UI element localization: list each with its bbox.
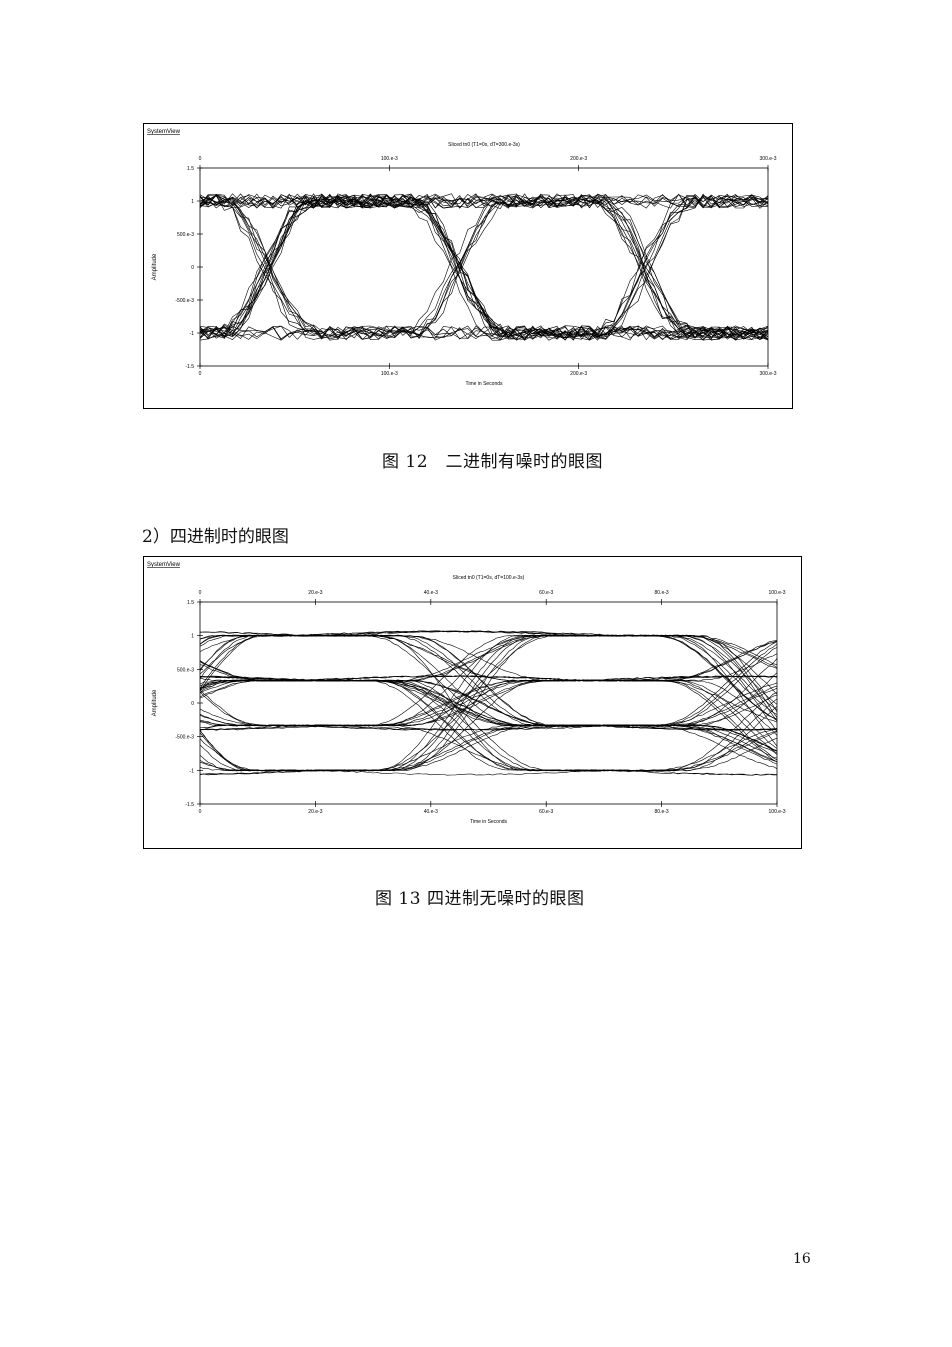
- eye-trace: [199, 194, 769, 340]
- eye-trace: [200, 193, 769, 341]
- eye-trace: [199, 193, 769, 340]
- y-tick-label: 1: [191, 199, 194, 205]
- y-tick-label: 0: [191, 265, 194, 271]
- eye-trace: [199, 194, 769, 341]
- y-tick-label: -1.5: [185, 364, 194, 370]
- page-number: 16: [793, 1251, 811, 1267]
- eye-trace: [199, 193, 769, 341]
- app-label: SystemView: [147, 562, 181, 568]
- x-tick-label-top: 60.e-3: [539, 590, 553, 596]
- eye-trace: [199, 631, 778, 682]
- eye-trace: [199, 641, 778, 727]
- eye-trace: [199, 679, 778, 761]
- chart-title: Sliced tn0 (T1=0s, dT=300.e-3s): [448, 142, 520, 148]
- eye-trace: [199, 676, 778, 772]
- eye-trace: [199, 194, 769, 340]
- y-tick-label: -1: [190, 331, 195, 337]
- eye-trace: [199, 634, 778, 731]
- eye-trace: [199, 679, 778, 727]
- trace-group: [199, 630, 778, 776]
- eye-trace: [199, 194, 769, 340]
- figure-12-caption: 图 12 二进制有噪时的眼图: [382, 452, 604, 472]
- x-tick-label-bottom: 20.e-3: [308, 809, 322, 815]
- eye-trace: [199, 193, 769, 340]
- x-tick-label-bottom: 300.e-3: [760, 371, 777, 377]
- eye-trace: [199, 194, 769, 341]
- y-tick-label: 500.e-3: [177, 667, 194, 673]
- y-axis-label: Amplitude: [152, 689, 158, 716]
- x-axis-label: Time in Seconds: [465, 381, 503, 387]
- eye-trace: [199, 653, 778, 727]
- eye-trace: [199, 634, 778, 776]
- y-tick-label: -1: [190, 768, 195, 774]
- y-tick-label: -500.e-3: [175, 735, 194, 741]
- x-tick-label-top: 100.e-3: [381, 156, 398, 162]
- eye-trace: [199, 194, 769, 341]
- x-tick-label-bottom: 100.e-3: [381, 371, 398, 377]
- y-tick-label: 500.e-3: [177, 232, 194, 238]
- x-tick-label-bottom: 0: [199, 371, 202, 377]
- eye-trace: [199, 661, 778, 727]
- y-tick-label: 1: [191, 634, 194, 640]
- y-tick-label: -500.e-3: [175, 298, 194, 304]
- x-tick-label-bottom: 60.e-3: [539, 809, 553, 815]
- y-axis-label: Amplitude: [152, 253, 158, 280]
- eye-trace: [199, 631, 778, 772]
- eye-trace: [199, 634, 778, 772]
- eye-trace: [199, 194, 769, 341]
- eye-trace: [199, 196, 769, 341]
- x-tick-label-top: 0: [199, 590, 202, 596]
- y-tick-label: 0: [191, 701, 194, 707]
- x-tick-label-top: 80.e-3: [655, 590, 669, 596]
- eye-trace: [199, 675, 778, 723]
- eye-trace: [199, 193, 769, 341]
- eye-trace: [199, 193, 769, 341]
- eye-trace: [199, 193, 769, 209]
- eye-trace: [199, 194, 769, 341]
- x-tick-label-top: 40.e-3: [424, 590, 438, 596]
- trace-group: [199, 193, 769, 341]
- eye-trace: [199, 193, 769, 340]
- chart-title: Sliced tn0 (T1=0s, dT=100.e-3s): [453, 575, 525, 581]
- app-label: SystemView: [147, 129, 181, 135]
- x-tick-label-bottom: 0: [199, 809, 202, 815]
- eye-trace: [199, 634, 778, 731]
- x-tick-label-top: 20.e-3: [308, 590, 322, 596]
- x-axis-label: Time in Seconds: [470, 819, 508, 825]
- section-heading: 2）四进制时的眼图: [142, 527, 289, 547]
- x-tick-label-top: 200.e-3: [570, 156, 587, 162]
- eye-trace: [199, 634, 778, 730]
- eye-trace: [199, 634, 778, 731]
- x-tick-label-bottom: 100.e-3: [769, 809, 786, 815]
- x-tick-label-top: 100.e-3: [769, 590, 786, 596]
- eye-trace: [199, 194, 769, 340]
- y-tick-label: 1.5: [187, 600, 194, 606]
- figure-13-caption: 图 13 四进制无噪时的眼图: [375, 889, 585, 909]
- eye-trace: [199, 325, 769, 341]
- eye-trace: [199, 194, 769, 341]
- y-tick-label: 1.5: [187, 166, 194, 172]
- eye-trace: [199, 634, 778, 772]
- eye-trace: [199, 634, 778, 772]
- x-tick-label-bottom: 200.e-3: [570, 371, 587, 377]
- eye-trace: [199, 193, 769, 339]
- eye-trace: [199, 724, 778, 775]
- x-tick-label-bottom: 80.e-3: [655, 809, 669, 815]
- eye-trace: [199, 634, 778, 772]
- eye-trace: [199, 194, 769, 341]
- x-tick-label-top: 300.e-3: [760, 156, 777, 162]
- x-tick-label-top: 0: [199, 156, 202, 162]
- x-tick-label-bottom: 40.e-3: [424, 809, 438, 815]
- eye-trace: [199, 634, 778, 727]
- eye-trace: [199, 647, 778, 731]
- eye-trace: [199, 732, 778, 776]
- eye-trace: [199, 193, 769, 340]
- y-tick-label: -1.5: [185, 802, 194, 808]
